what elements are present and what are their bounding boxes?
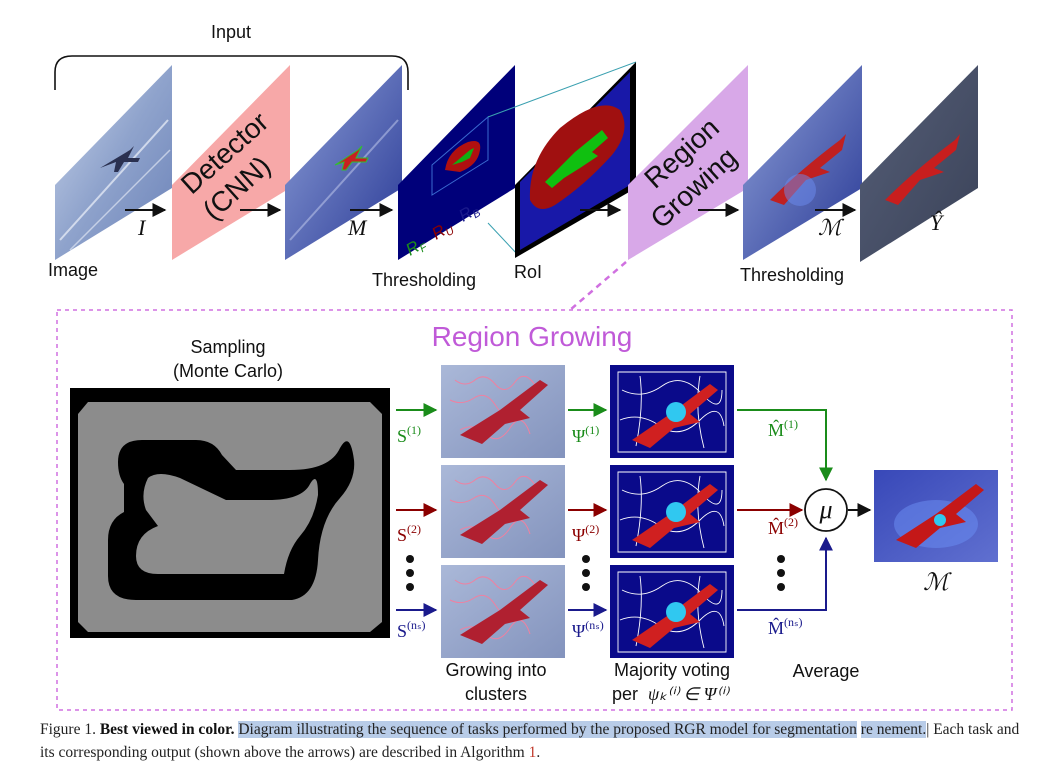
panel-title: Region Growing [432,321,633,352]
growing-label-1: Growing into [445,660,546,680]
roi-label: RoI [514,262,542,282]
sampling-label-1: Sampling [190,337,265,357]
arrow-mn [737,536,833,611]
var-m: M [347,215,368,240]
s1-label: S(1) [397,423,421,446]
s-ellipsis [406,555,414,591]
s2-label: S(2) [397,522,421,545]
m-ellipsis [777,555,785,591]
var-m-cal: ℳ [818,215,845,240]
detection-image-panel [285,65,402,260]
mn-label: M̂(nₛ) [768,615,802,638]
sampling-image [70,388,390,638]
roi-panel [515,62,636,258]
var-y-hat: Ŷ [930,210,945,235]
caption-algorithm-ref[interactable]: 1 [528,744,537,761]
output-m-cal: ℳ [923,570,952,596]
cluster-tile-n [441,565,565,658]
thresholding-label-2: Thresholding [740,265,844,285]
caption-cursor: | [926,721,930,738]
input-image-panel [55,65,172,260]
psi-ellipsis [582,555,590,591]
caption-end: . [536,744,541,761]
m1-label: M̂(1) [768,417,798,440]
psi1-label: Ψ(1) [572,423,599,446]
voting-label-1: Majority voting [614,660,730,680]
voting-tile-1 [610,365,734,458]
image-label: Image [48,260,98,280]
var-i: I [137,215,147,240]
final-output-panel [860,65,978,262]
cluster-tile-1 [441,365,565,458]
sampling-label-2: (Monte Carlo) [173,361,283,381]
input-label: Input [211,22,251,42]
caption-highlight-b: re nement. [860,721,927,738]
sn-label: S(nₛ) [397,618,425,641]
psin-label: Ψ(nₛ) [572,618,604,641]
m2-label: M̂(2) [768,515,798,538]
psi2-label: Ψ(2) [572,522,599,545]
figure-caption: Figure 1. Best viewed in color. Diagram … [40,718,1025,764]
cluster-tile-2 [441,465,565,558]
arrow-m1 [737,409,833,482]
caption-bold: Best viewed in color. [99,721,235,738]
zoom-line-top [487,61,637,118]
voting-tile-2 [610,465,734,558]
detector-box: Detector (CNN) [172,65,290,260]
region-growing-panel-border [56,309,1013,711]
mu-symbol: μ [818,495,832,524]
growing-label-2: clusters [465,684,527,704]
caption-figure-number: Figure 1. [40,721,96,738]
zoom-line-bottom [487,222,519,256]
thresholding-label-1: Thresholding [372,270,476,290]
connector-dashed [569,261,627,311]
average-label: Average [793,661,860,681]
voting-tile-n [610,565,734,658]
average-output-image [874,470,998,562]
caption-highlight-a: Diagram illustrating the sequence of tas… [238,721,857,738]
grown-mask-panel [743,65,862,260]
input-brace [54,55,409,90]
region-growing-box: Region Growing [628,65,748,260]
average-node [804,488,848,532]
caption-rest: Each task and its corresponding output (… [40,721,1020,761]
threshold-map-panel [398,65,515,260]
